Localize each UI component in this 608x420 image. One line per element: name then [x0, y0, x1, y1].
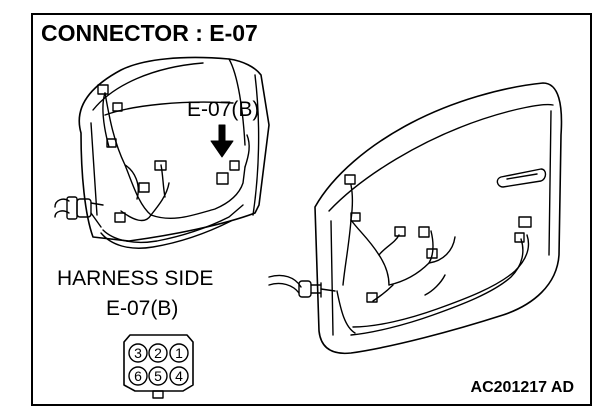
diagram-title: CONNECTOR : E-07	[41, 20, 258, 46]
left-door-illustration	[54, 56, 270, 249]
pin-number: 4	[175, 368, 183, 384]
harness-connector-face	[123, 334, 194, 399]
callout-label: E-07(B)	[187, 98, 260, 121]
diagram-frame: 3 2 1 6 5 4 CONNECTOR : E-07 E-07(B) HAR…	[31, 13, 592, 406]
harness-connector-label: E-07(B)	[106, 297, 179, 320]
callout-arrow	[210, 124, 234, 158]
figure-code: AC201217 AD	[470, 379, 574, 396]
diagram-drawing: 3 2 1 6 5 4	[54, 56, 563, 399]
pin-number: 2	[154, 345, 162, 361]
pin-number: 5	[154, 368, 162, 384]
right-door-illustration	[268, 82, 563, 355]
pin-number: 6	[134, 368, 142, 384]
pin-number: 1	[175, 345, 183, 361]
harness-side-label: HARNESS SIDE	[57, 267, 214, 290]
pin-number: 3	[134, 345, 142, 361]
